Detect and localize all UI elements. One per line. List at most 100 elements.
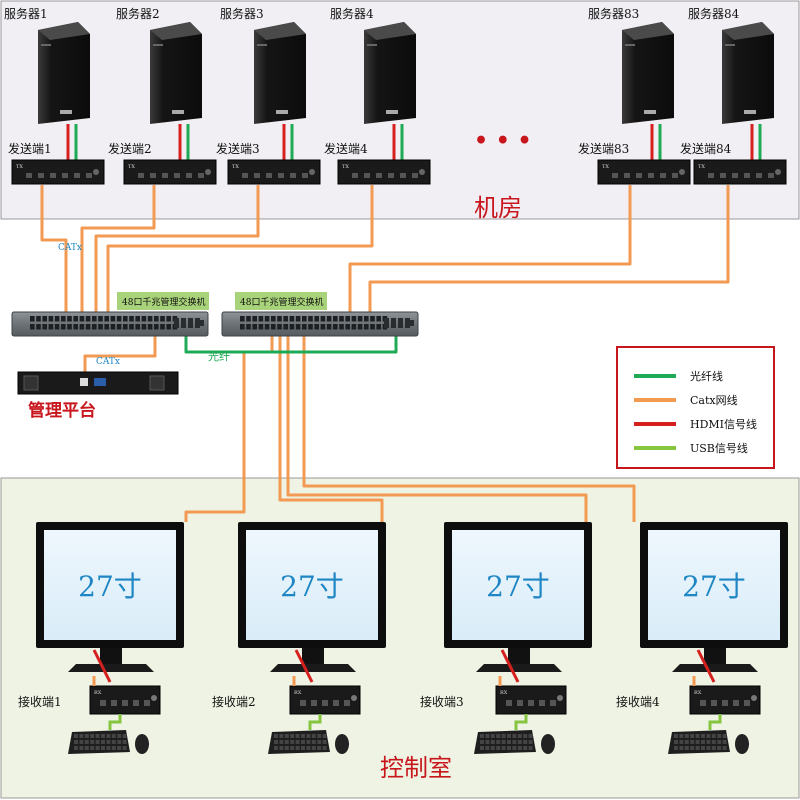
catx-cable: [94, 185, 260, 312]
receiver-label: 接收端2: [212, 694, 256, 709]
hdmi-cable: [92, 649, 112, 683]
server-label: 服务器1: [4, 6, 48, 21]
catx-cable: [83, 336, 157, 375]
legend-item-label: USB信号线: [690, 441, 748, 455]
tower-server-icon: [254, 22, 306, 124]
receiver-label: 接收端4: [616, 694, 660, 709]
gigabit-switch-1: 48口千兆管理交换机: [11, 292, 209, 337]
server-label: 服务器83: [588, 6, 639, 21]
hdmi-cable: [500, 649, 520, 683]
server-1: 服务器1: [4, 6, 90, 172]
mouse-icon: [735, 734, 749, 754]
transmitter-tag: TX: [128, 164, 135, 170]
catx-cable: [286, 330, 588, 522]
transmitter-label: 发送端1: [8, 141, 52, 156]
legend-item-label: Catx网线: [690, 393, 738, 407]
switch-label-bg: [235, 292, 327, 310]
mouse-icon: [135, 734, 149, 754]
legend-item-label: 光纤线: [690, 369, 723, 383]
receiver-1: 接收端1 RX: [18, 676, 161, 754]
ellipsis-indicator: • • •: [474, 128, 532, 154]
mouse-icon: [541, 734, 555, 754]
keyboard-icon: [68, 730, 130, 754]
machine-room-label: 机房: [474, 194, 522, 222]
transmitter-label: 发送端84: [680, 141, 732, 156]
catx-label: CATx: [96, 357, 120, 367]
transmitter-label: 发送端3: [216, 141, 260, 156]
server-2: 服务器2: [116, 6, 202, 172]
receiver-3: 接收端3 RX: [420, 676, 567, 754]
legend-item-label: HDMI信号线: [690, 417, 757, 431]
mouse-icon: [335, 734, 349, 754]
monitor-screen-label: 27寸: [486, 570, 550, 603]
server-label: 服务器84: [688, 6, 740, 21]
transmitter-tag: TX: [602, 164, 609, 170]
monitor-3: 27寸: [444, 522, 592, 683]
fiber-label: 光纤: [208, 349, 230, 363]
catx-cable: [368, 185, 730, 312]
catx-cable: [106, 185, 374, 312]
usb-cable: [708, 714, 722, 730]
monitor-2: 27寸: [238, 522, 386, 683]
usb-cable: [108, 714, 122, 730]
receiver-tag: RX: [94, 690, 102, 696]
receiver-label: 接收端1: [18, 694, 62, 709]
keyboard-icon: [474, 730, 536, 754]
transmitter-label: 发送端2: [108, 141, 152, 156]
monitor-screen-label: 27寸: [280, 570, 344, 603]
hdmi-cable: [696, 649, 716, 683]
transmitter-label: 发送端83: [578, 141, 629, 156]
catx-cable: [302, 330, 636, 522]
catx-cable: [40, 185, 68, 312]
legend: 光纤线 Catx网线 HDMI信号线 USB信号线: [616, 346, 775, 469]
transmitter-tag: TX: [342, 164, 349, 170]
transmitter-tag: TX: [232, 164, 239, 170]
tower-server-icon: [722, 22, 774, 124]
usb-cable: [308, 714, 322, 730]
control-room-label: 控制室: [380, 754, 452, 782]
transmitter-tag: TX: [16, 164, 23, 170]
server-6: 服务器84: [688, 6, 774, 172]
catx-cable: [184, 330, 274, 522]
receiver-tag: RX: [500, 690, 508, 696]
receiver-4: 接收端4 RX: [616, 676, 761, 754]
receiver-tag: RX: [294, 690, 302, 696]
server-label: 服务器2: [116, 6, 160, 21]
fiber-cable: [184, 334, 398, 354]
keyboard-icon: [668, 730, 730, 754]
monitor-4: 27寸: [640, 522, 788, 683]
tower-server-icon: [364, 22, 416, 124]
monitor-1: 27寸: [36, 522, 184, 683]
catx-cable: [80, 185, 156, 312]
server-label: 服务器3: [220, 6, 264, 21]
receiver-2: 接收端2 RX: [212, 676, 361, 754]
server-label: 服务器4: [330, 6, 374, 21]
gigabit-switch-2: 48口千兆管理交换机: [221, 292, 419, 337]
usb-cable: [514, 714, 528, 730]
management-platform-label: 管理平台: [28, 400, 96, 421]
tower-server-icon: [38, 22, 90, 124]
keyboard-icon: [268, 730, 330, 754]
receiver-tag: RX: [694, 690, 702, 696]
server-3: 服务器3: [220, 6, 306, 172]
switch-label: 48口千兆管理交换机: [240, 296, 323, 308]
catx-cable: [348, 185, 632, 312]
management-platform: [17, 371, 179, 395]
monitor-screen-label: 27寸: [682, 570, 746, 603]
server-4: 服务器4: [330, 6, 416, 172]
tower-server-icon: [622, 22, 674, 124]
receiver-label: 接收端3: [420, 694, 464, 709]
catx-label: CATx: [58, 243, 82, 253]
transmitter-tag: TX: [698, 164, 705, 170]
hdmi-cable: [294, 649, 314, 683]
tower-server-icon: [150, 22, 202, 124]
transmitter-label: 发送端4: [324, 141, 368, 156]
monitor-screen-label: 27寸: [78, 570, 142, 603]
